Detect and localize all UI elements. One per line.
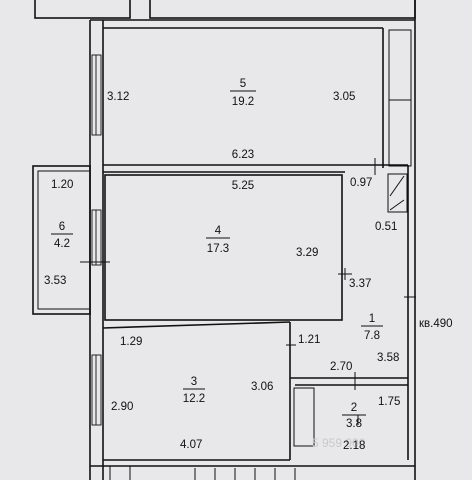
dim-closet-top: 0.97 <box>350 177 372 189</box>
room-5-number: 5 <box>240 78 246 90</box>
dim-hall-right: 3.37 <box>349 278 371 290</box>
dim-room3-top: 1.29 <box>120 336 142 348</box>
dimension-labels: 3.12 3.05 6.23 5.25 3.29 0.97 0.51 3.37 … <box>44 91 400 452</box>
dim-room5-right: 3.05 <box>333 91 355 103</box>
top-walls <box>34 0 416 480</box>
fraction-lines <box>51 90 383 416</box>
room-3-number: 3 <box>191 376 197 388</box>
apartment-walls <box>89 19 415 480</box>
dim-bath-right: 1.75 <box>378 396 400 408</box>
room-6-number: 6 <box>59 221 65 233</box>
dim-room5-bottom: 6.23 <box>232 149 254 161</box>
balcony-walls <box>32 165 91 315</box>
dim-hall-bottom: 2.70 <box>330 361 352 373</box>
room-4-area: 17.3 <box>207 243 229 255</box>
room-2-number: 2 <box>351 402 357 414</box>
watermark: 5 959 900 <box>312 436 366 450</box>
dim-hall-stub: 1.21 <box>298 334 320 346</box>
room-labels: 5 19.2 4 17.3 6 4.2 1 7.8 3 12.2 2 3.8 <box>54 78 380 430</box>
room-5-area: 19.2 <box>232 96 254 108</box>
dim-room3-left: 2.90 <box>111 401 133 413</box>
dim-hall-lower: 3.58 <box>377 352 399 364</box>
windows <box>91 54 102 426</box>
room-4-number: 4 <box>215 225 222 237</box>
room-1-area: 7.8 <box>364 330 380 342</box>
dim-balcony-top: 1.20 <box>51 179 73 191</box>
door-marks <box>80 158 416 425</box>
dim-room3-right: 3.06 <box>251 381 273 393</box>
room-3-area: 12.2 <box>183 393 205 405</box>
room-1-number: 1 <box>369 313 375 325</box>
dim-room4-top: 5.25 <box>232 180 254 192</box>
dim-closet-bottom: 0.51 <box>375 221 397 233</box>
dim-balcony-left: 3.53 <box>44 275 66 287</box>
room-6-area: 4.2 <box>54 238 70 250</box>
apartment-number-label: кв.490 <box>419 318 453 330</box>
room-2-area: 3.8 <box>346 418 362 430</box>
dim-room3-bottom: 4.07 <box>180 439 202 451</box>
dim-bath-bottom: 2.18 <box>343 440 365 452</box>
dim-room4-right: 3.29 <box>296 247 318 259</box>
dim-room5-left: 3.12 <box>107 91 129 103</box>
